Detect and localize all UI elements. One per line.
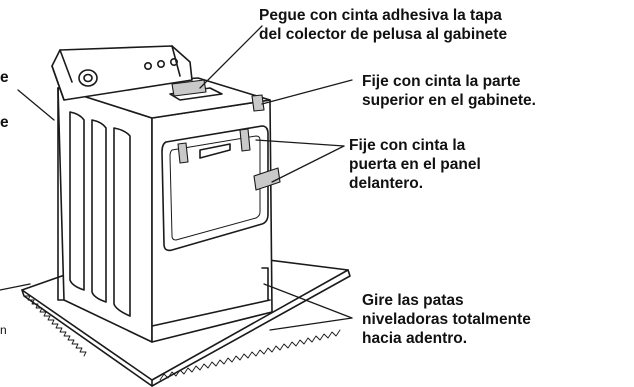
left-partial-callout-3: n — [0, 323, 7, 337]
leveling-legs-callout: Gire las patas niveladoras totalmente ha… — [362, 292, 531, 347]
lint-cover-tape-callout: Pegue con cinta adhesiva la tapa del col… — [259, 7, 508, 43]
dryer-side-panel — [57, 87, 153, 343]
left-partial-callout-2: e — [0, 114, 9, 131]
tape-strips — [171, 79, 281, 191]
leader-lines — [0, 25, 353, 331]
left-partial-callout-1: e — [0, 69, 9, 86]
top-tape-callout: Fije con cinta la parte superior en el g… — [362, 73, 536, 109]
control-console — [51, 45, 193, 101]
door-tape-callout: Fije con cinta la puerta en el panel del… — [349, 137, 481, 192]
dryer-front-panel — [151, 99, 273, 343]
